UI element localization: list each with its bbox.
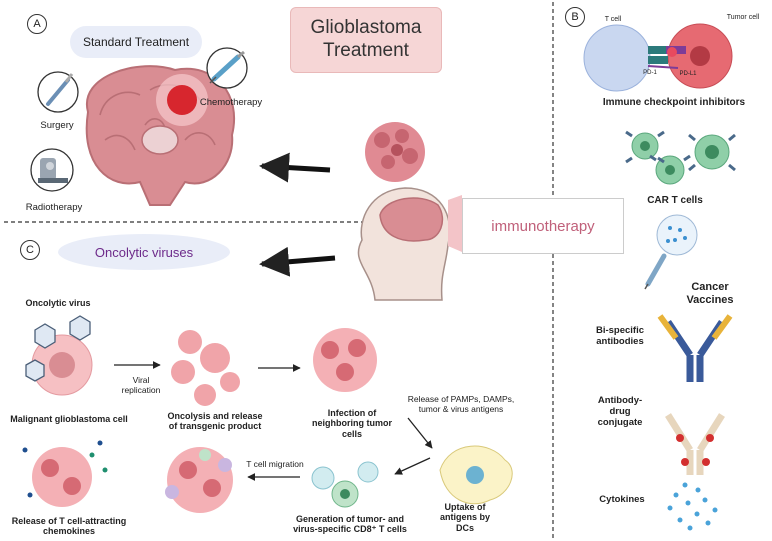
malignant-cell-icon: [25, 315, 93, 396]
oncolysis-label: Oncolysis and release of transgenic prod…: [167, 411, 263, 432]
pdl1-label: PD-L1: [679, 71, 697, 77]
bispecific-antibody-icon: [657, 314, 733, 382]
panel-a-letter: A: [27, 14, 47, 34]
scalpel-icon: [37, 71, 79, 113]
immunotherapy-label: immunotherapy: [491, 217, 595, 235]
release-chemokines-label: Release of T cell-attracting chemokines: [11, 516, 127, 537]
t-cell-label: T cell: [604, 16, 622, 23]
cancer-vaccine-icon: [644, 214, 698, 290]
tumor-cluster-icon: [365, 122, 425, 182]
main-title-text: Glioblastoma Treatment: [310, 17, 422, 61]
cd8-t-cells-icon: [311, 461, 379, 508]
oncolysis-cells-icon: [171, 330, 240, 406]
cytokines-dots-icon: [667, 482, 718, 531]
radiotherapy-machine-icon: [30, 148, 74, 192]
immunotherapy-beam: [448, 195, 462, 252]
cancer-vaccines-label: Cancer Vaccines: [686, 281, 734, 306]
pd1-label: PD-1: [643, 70, 657, 76]
tumor-with-tcells-icon: [165, 447, 233, 513]
infection-label: Infection of neighboring tumor cells: [312, 408, 392, 439]
main-title: Glioblastoma Treatment: [290, 7, 442, 73]
antibody-drug-conjugate-icon: [665, 413, 725, 475]
tumor-cell-label: Tumor cell: [726, 14, 760, 21]
viral-replication-label: Viral replication: [121, 375, 161, 395]
panel-c-letter: C: [20, 240, 40, 260]
adc-label: Antibody- drug conjugate: [597, 395, 643, 428]
chemotherapy-label: Chemotherapy: [199, 97, 263, 108]
generation-label: Generation of tumor- and virus-specific …: [293, 514, 407, 535]
malignant-cell-label: Malignant glioblastoma cell: [10, 414, 128, 424]
human-head-icon: [357, 187, 451, 301]
cytokines-label: Cytokines: [599, 494, 645, 505]
car-t-label: CAR T cells: [647, 195, 703, 206]
standard-treatment-heading: Standard Treatment: [70, 26, 202, 58]
checkpoint-illustration: [583, 23, 733, 92]
syringe-icon: [206, 47, 248, 89]
oncolytic-viruses-heading: Oncolytic viruses: [58, 234, 230, 270]
release-pamps-label: Release of PAMPs, DAMPs, tumor & virus a…: [407, 394, 515, 414]
infected-cells-icon: [313, 328, 377, 392]
t-cell-migration-label: T cell migration: [246, 459, 304, 469]
panel-b-letter: B: [565, 7, 585, 27]
immunotherapy-box: immunotherapy: [462, 198, 624, 254]
arrow-to-tcells: [394, 457, 431, 475]
arrow-to-standard: [259, 152, 331, 183]
surgery-label: Surgery: [40, 120, 74, 131]
oncolytic-virus-label: Oncolytic virus: [25, 298, 91, 308]
car-t-cells-icon: [625, 130, 736, 185]
standard-treatment-label: Standard Treatment: [82, 35, 190, 49]
radiotherapy-label: Radiotherapy: [25, 202, 83, 213]
brain-section-icon: [85, 65, 236, 206]
uptake-label: Uptake of antigens by DCs: [439, 502, 490, 533]
bispecific-label: Bi-specific antibodies: [595, 325, 645, 347]
chemokines-cells-icon: [22, 440, 108, 507]
dendritic-cell-icon: [439, 445, 513, 505]
arrow-to-oncolytic: [259, 246, 336, 277]
oncolytic-viruses-label: Oncolytic viruses: [94, 244, 194, 260]
checkpoint-inhibitors-label: Immune checkpoint inhibitors: [602, 97, 746, 108]
arrow-to-dc: [407, 417, 433, 449]
